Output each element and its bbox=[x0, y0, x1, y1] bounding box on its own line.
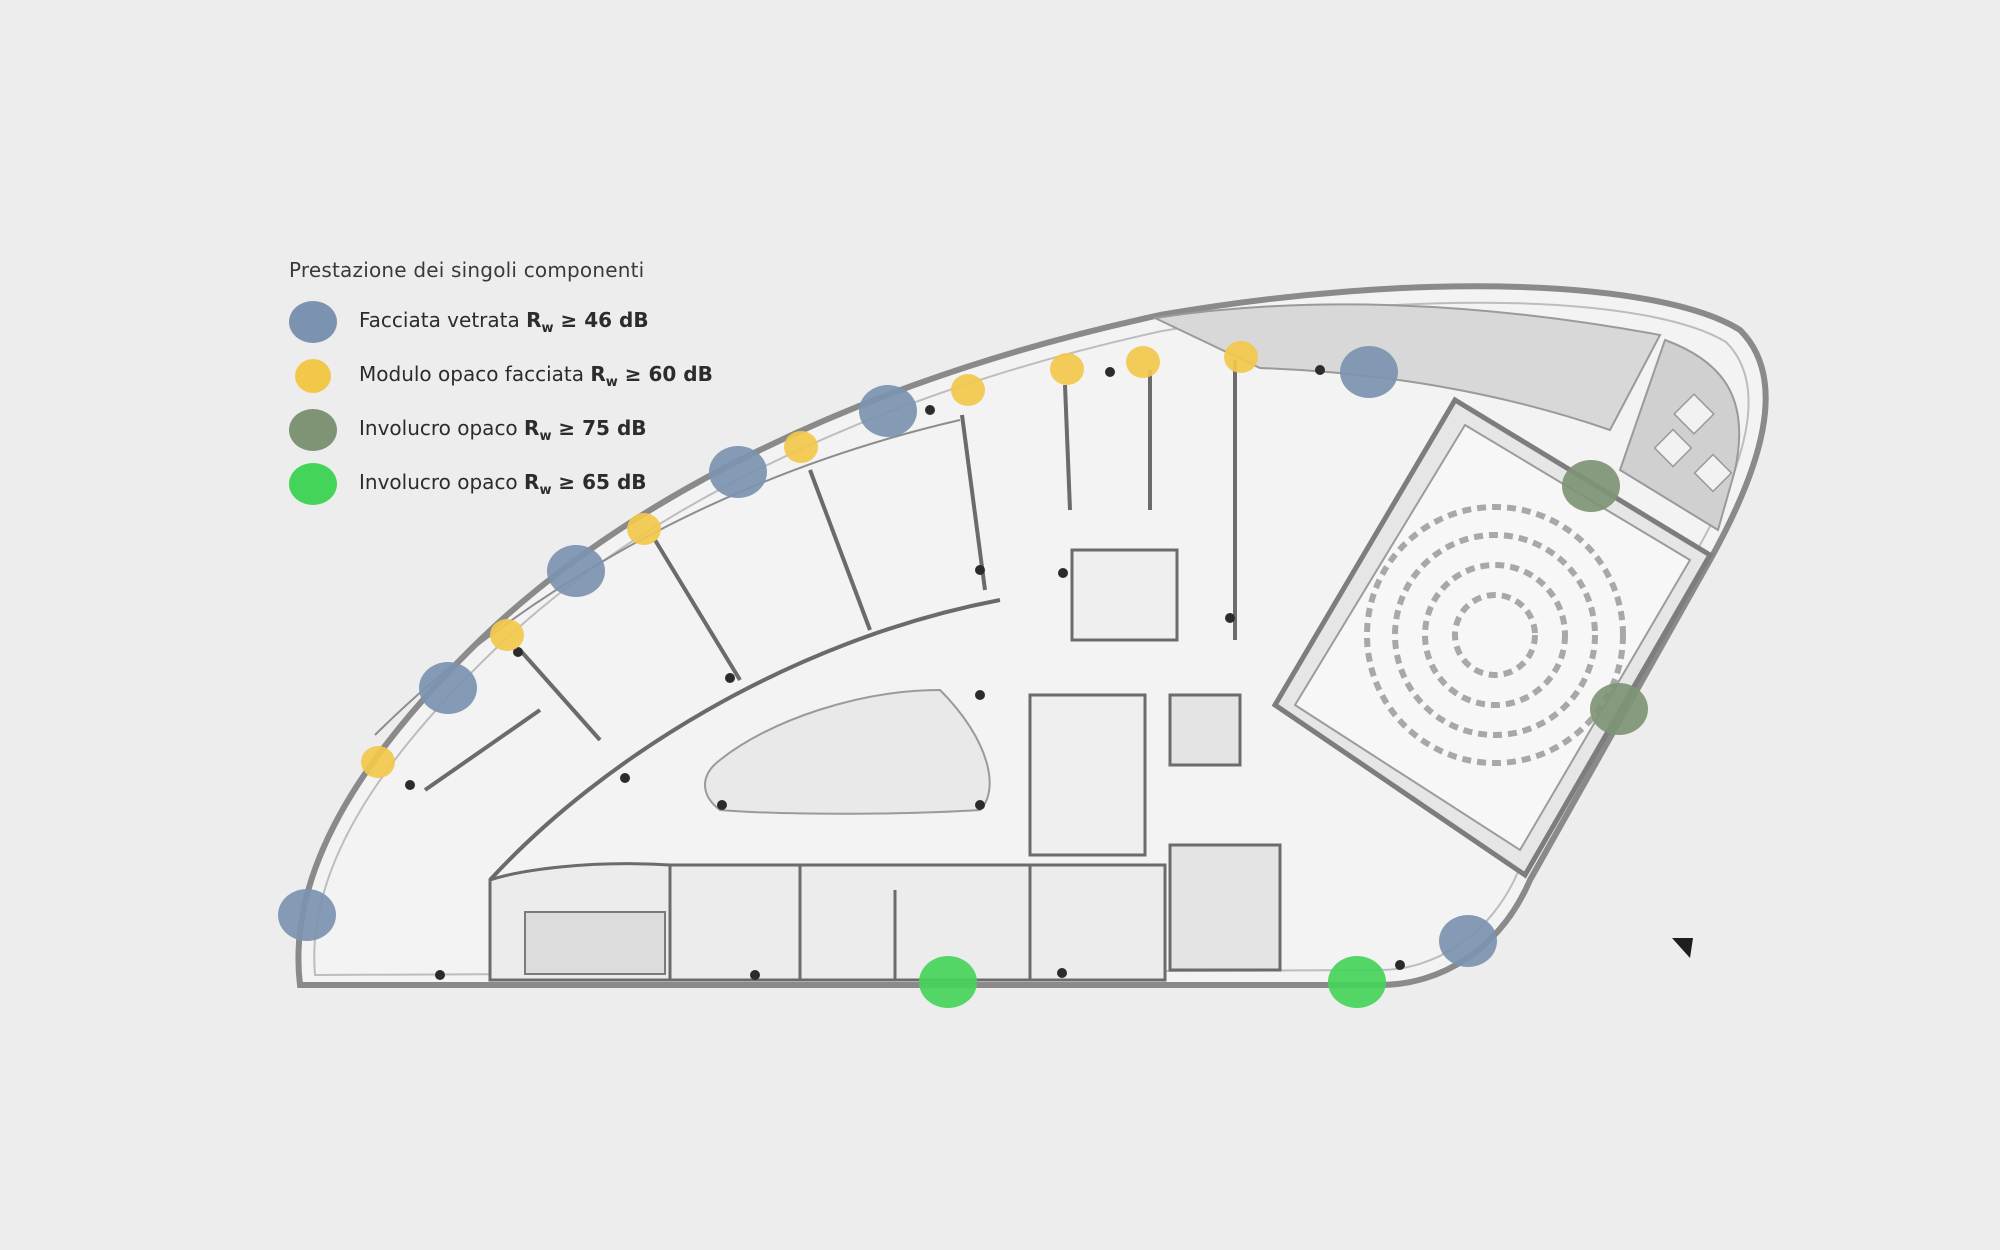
marker-opaque-module bbox=[1224, 341, 1258, 373]
marker-glass-facade bbox=[1439, 915, 1497, 967]
marker-opaque-module bbox=[490, 619, 524, 651]
meeting-room-center bbox=[1070, 548, 1179, 642]
corridor-arc bbox=[488, 598, 1001, 882]
marker-opaque-module bbox=[627, 513, 661, 545]
marker-opaque-module bbox=[1050, 353, 1084, 385]
marker-glass-facade bbox=[709, 446, 767, 498]
marker-opaque-envelope-65 bbox=[919, 956, 977, 1008]
legend-swatch-opaque-envelope-75 bbox=[289, 409, 337, 451]
legend-item-opaque-envelope-65: Involucro opaco Rw ≥ 65 dB bbox=[289, 462, 647, 506]
lower-room-walls bbox=[668, 865, 1032, 980]
legend-item-opaque-envelope-75: Involucro opaco Rw ≥ 75 dB bbox=[289, 408, 647, 452]
terrace-skylight-3 bbox=[1693, 453, 1733, 493]
marker-glass-facade bbox=[278, 889, 336, 941]
acoustic-markers bbox=[278, 341, 1648, 1008]
legend-item-glass-facade: Facciata vetrata Rw ≥ 46 dB bbox=[289, 300, 649, 344]
marker-opaque-envelope-65 bbox=[1328, 956, 1386, 1008]
core-stair bbox=[1168, 843, 1282, 972]
auditorium-inner bbox=[1293, 423, 1692, 852]
marker-glass-facade bbox=[859, 385, 917, 437]
core-toilets bbox=[1028, 693, 1147, 857]
marker-glass-facade bbox=[547, 545, 605, 597]
west-stair bbox=[524, 911, 666, 975]
room-partitions bbox=[423, 360, 1237, 792]
marker-opaque-module bbox=[1126, 346, 1160, 378]
legend-label-opaque-module: Modulo opaco facciata Rw ≥ 60 dB bbox=[359, 362, 713, 390]
legend-swatch-glass-facade bbox=[289, 301, 337, 343]
marker-opaque-module bbox=[361, 746, 395, 778]
legend-label-opaque-envelope-75: Involucro opaco Rw ≥ 75 dB bbox=[359, 416, 647, 444]
marker-opaque-envelope-75 bbox=[1562, 460, 1620, 512]
marker-glass-facade bbox=[1340, 346, 1398, 398]
marker-opaque-module bbox=[784, 431, 818, 463]
legend-swatch-opaque-envelope-65 bbox=[289, 463, 337, 505]
auditorium-seating bbox=[1364, 504, 1626, 766]
north-arrow-icon bbox=[1672, 938, 1693, 958]
marker-glass-facade bbox=[419, 662, 477, 714]
terrace-skylight-2 bbox=[1653, 428, 1693, 468]
legend-label-opaque-envelope-65: Involucro opaco Rw ≥ 65 dB bbox=[359, 470, 647, 498]
core-lifts bbox=[1168, 693, 1242, 767]
legend: Prestazione dei singoli componenti Facci… bbox=[289, 258, 759, 505]
legend-item-opaque-module: Modulo opaco facciata Rw ≥ 60 dB bbox=[289, 354, 713, 398]
marker-opaque-module bbox=[951, 374, 985, 406]
structural-columns bbox=[405, 365, 1405, 980]
legend-swatch-opaque-module bbox=[295, 359, 331, 393]
terrace-skylight-1 bbox=[1673, 393, 1715, 435]
legend-label-glass-facade: Facciata vetrata Rw ≥ 46 dB bbox=[359, 308, 649, 336]
marker-opaque-envelope-75 bbox=[1590, 683, 1648, 735]
legend-title: Prestazione dei singoli componenti bbox=[289, 258, 645, 282]
